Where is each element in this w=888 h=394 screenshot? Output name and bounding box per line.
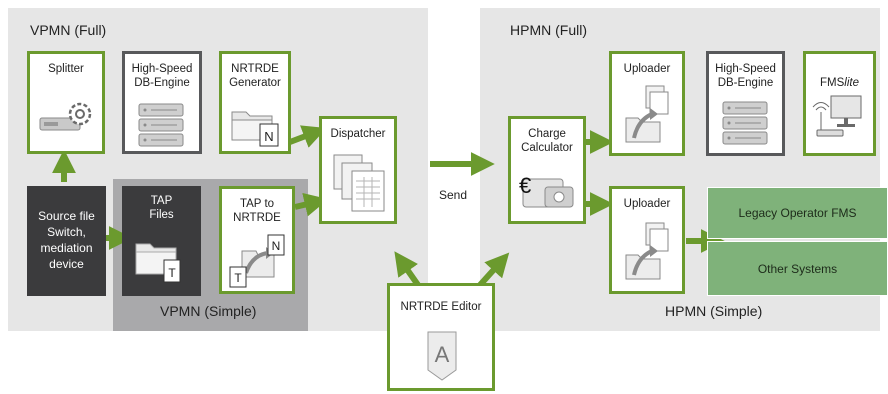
splitter-label: Splitter: [48, 63, 84, 75]
t-letter-convert: T: [234, 271, 242, 285]
uploader-top-box: Uploader: [609, 51, 685, 156]
uploader-bottom-box: Uploader: [609, 186, 685, 294]
tap-to-nrtrde-box: TAP to NRTRDE N T: [219, 186, 295, 294]
db-engine-right-label: High-Speed DB-Engine: [715, 63, 776, 89]
upload-folder-icon: [625, 222, 669, 280]
arrow-editor-to-dispatcher: [394, 251, 421, 287]
charge-calculator-box: Charge Calculator €: [508, 116, 586, 224]
nrtrde-generator-box: NRTRDE Generator N: [219, 51, 291, 154]
euro-sign: €: [519, 173, 531, 198]
db-engine-right-box: High-Speed DB-Engine: [706, 51, 785, 156]
fms-suffix: lite: [844, 77, 859, 89]
euro-wallet-icon: €: [519, 173, 574, 208]
server-stack-icon: [138, 103, 184, 147]
fms-prefix: FMS: [820, 77, 845, 89]
folder-n-icon: N: [231, 111, 279, 147]
db-engine-left-box: High-Speed DB-Engine: [122, 51, 202, 154]
gear-device-icon: [39, 102, 92, 131]
a-letter: A: [435, 342, 450, 367]
send-label: Send: [439, 188, 468, 202]
monitor-antenna-icon: [812, 95, 862, 137]
tap-convert-icon: N T: [229, 234, 285, 288]
arrow-tap-to-dispatcher: [294, 192, 329, 217]
fms-lite-label: FMSlite: [806, 62, 873, 90]
dispatcher-label: Dispatcher: [330, 128, 386, 140]
uploader-bottom-label: Uploader: [623, 198, 671, 210]
t-letter-files: T: [168, 266, 176, 280]
n-letter: N: [264, 129, 273, 144]
db-engine-left-label: High-Speed DB-Engine: [131, 63, 193, 89]
hpmn-full-label: HPMN (Full): [510, 22, 587, 38]
editor-a-icon: A: [427, 331, 457, 381]
nrtrde-generator-label: NRTRDE Generator: [229, 63, 281, 89]
hpmn-simple-label: HPMN (Simple): [665, 303, 763, 319]
splitter-box: Splitter: [27, 51, 105, 154]
source-file-label: Source file Switch, mediation device: [38, 209, 95, 271]
uploader-top-label: Uploader: [623, 63, 671, 75]
folder-t-icon: T: [135, 243, 181, 283]
tap-to-nrtrde-label: TAP to NRTRDE: [233, 198, 281, 224]
nrtrde-editor-box: NRTRDE Editor A: [387, 283, 495, 391]
fms-lite-box: FMSlite: [803, 51, 876, 156]
source-file-box: Source file Switch, mediation device: [27, 186, 106, 296]
tap-files-label: TAP Files: [149, 195, 174, 221]
n-letter-convert: N: [272, 239, 281, 253]
vpmn-full-label: VPMN (Full): [30, 22, 107, 38]
arrow-generator-to-dispatcher: [288, 125, 327, 148]
upload-folder-icon: [625, 85, 669, 143]
charge-calculator-label: Charge Calculator: [521, 128, 573, 154]
server-stack-icon: [722, 101, 768, 145]
other-systems-box: Other Systems: [707, 241, 888, 296]
arrow-editor-to-charge: [477, 252, 510, 288]
nrtrde-editor-label: NRTRDE Editor: [400, 301, 482, 313]
legacy-operator-fms-box: Legacy Operator FMS: [707, 187, 888, 239]
vpmn-simple-label: VPMN (Simple): [160, 303, 257, 319]
dispatcher-box: Dispatcher: [319, 116, 397, 224]
documents-icon: [333, 154, 385, 212]
tap-files-box: TAP Files T: [122, 186, 201, 296]
